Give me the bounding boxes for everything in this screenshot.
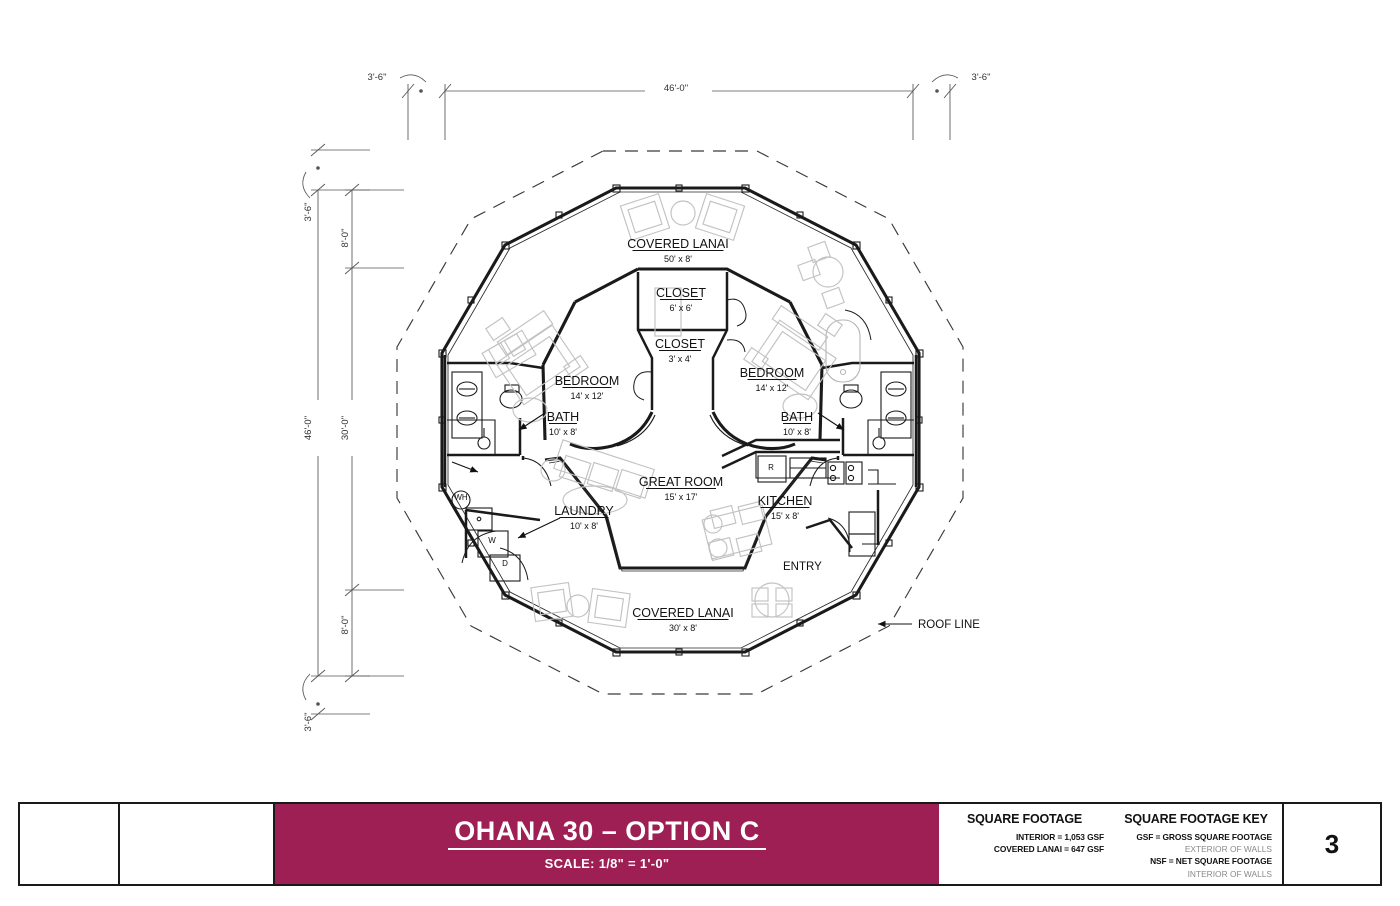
room-label: COVERED LANAI 50' x 8' xyxy=(627,237,728,264)
room-dimension: 14' x 12' xyxy=(756,383,789,393)
leader-lines xyxy=(451,412,912,628)
room-name: KITCHEN xyxy=(758,494,813,508)
dimension-left xyxy=(302,143,404,721)
outer-wall xyxy=(440,186,921,654)
sheet-scale: SCALE: 1/8" = 1'-0" xyxy=(544,855,670,871)
entry xyxy=(751,511,880,618)
room-label: LAUNDRY 10' x 8' xyxy=(554,504,614,531)
square-footage-cell: SQUARE FOOTAGE INTERIOR = 1,053 GSF COVE… xyxy=(939,804,1114,884)
sheet-title: OHANA 30 – OPTION C xyxy=(448,817,766,850)
roof-line-outline xyxy=(396,150,964,695)
dimension-label: 3'-6" xyxy=(303,713,314,732)
dimension-label: 3'-6" xyxy=(303,203,314,222)
room-label: BATH 10' x 8' xyxy=(781,410,813,437)
closet-shelving xyxy=(654,287,682,337)
room-dimension: 50' x 8' xyxy=(664,254,692,264)
closet-walls xyxy=(633,272,747,410)
page-number: 3 xyxy=(1324,828,1340,859)
room-dimension: 15' x 8' xyxy=(771,511,799,521)
square-footage-lanai: COVERED LANAI = 647 GSF xyxy=(993,844,1104,855)
dimension-label: 3'-6" xyxy=(368,72,387,83)
key-nsf-term: NSF = NET SQUARE FOOTAGE xyxy=(1150,856,1272,867)
room-name: CLOSET xyxy=(656,286,706,300)
room-name: BEDROOM xyxy=(555,374,620,388)
plan-note: ENTRY xyxy=(783,561,822,573)
key-gsf-note: EXTERIOR OF WALLS xyxy=(1184,844,1272,855)
plain-labels: ENTRY ROOF LINE xyxy=(783,561,980,631)
dimension-top-labels: 3'-6" 46'-0" 3'-6" xyxy=(368,72,991,94)
room-name: BEDROOM xyxy=(740,366,805,380)
room-dimension: 10' x 8' xyxy=(570,521,598,531)
sheet-title-cell: OHANA 30 – OPTION C SCALE: 1/8" = 1'-0" xyxy=(275,804,939,884)
great-room-furniture xyxy=(540,439,656,515)
dimension-label: 30'-0" xyxy=(340,416,351,440)
lanai-furniture-left xyxy=(481,329,631,629)
dimension-label: 46'-0" xyxy=(303,416,314,440)
room-label: GREAT ROOM 15' x 17' xyxy=(639,475,723,502)
key-nsf-note: INTERIOR OF WALLS xyxy=(1187,868,1272,879)
bedroom-right-furniture xyxy=(742,304,844,419)
room-name: BATH xyxy=(547,410,579,424)
room-label: BATH 10' x 8' xyxy=(547,410,579,437)
room-name: BATH xyxy=(781,410,813,424)
key-gsf-term: GSF = GROSS SQUARE FOOTAGE xyxy=(1136,832,1272,842)
title-block-blank-cell-1 xyxy=(20,804,120,884)
fixture-label: W xyxy=(488,536,496,545)
fixture-label: R xyxy=(768,463,774,472)
room-dimension: 10' x 8' xyxy=(549,427,577,437)
square-footage-key-cell: SQUARE FOOTAGE KEY GSF = GROSS SQUARE FO… xyxy=(1114,804,1284,884)
dimension-label: 8'-0" xyxy=(340,616,351,635)
room-name: CLOSET xyxy=(655,337,705,351)
room-dimension: 10' x 8' xyxy=(783,427,811,437)
dimension-label: 3'-6" xyxy=(972,72,991,83)
room-name: GREAT ROOM xyxy=(639,475,723,489)
great-room-entry-arcs xyxy=(569,411,796,451)
square-footage-interior: INTERIOR = 1,053 GSF xyxy=(1015,832,1104,842)
room-dimension: 3' x 4' xyxy=(669,354,692,364)
dimension-label: 46'-0" xyxy=(664,83,688,94)
fixture-labels: WH W D R xyxy=(454,463,774,568)
square-footage-key-heading: SQUARE FOOTAGE KEY xyxy=(1124,812,1268,826)
room-label: BEDROOM 14' x 12' xyxy=(555,374,620,401)
room-name: COVERED LANAI xyxy=(632,606,733,620)
dimension-left-labels: 3'-6" 8'-0" 30'-0" 46'-0" 8'-0" 3'-6" xyxy=(303,203,351,732)
room-label: CLOSET 6' x 6' xyxy=(656,286,706,313)
room-dimension: 14' x 12' xyxy=(571,391,604,401)
floor-plan-drawing: .wall { fill:none; stroke:#1a1a1a; strok… xyxy=(302,72,991,732)
fixture-label: WH xyxy=(454,493,468,502)
square-footage-heading: SQUARE FOOTAGE xyxy=(966,812,1083,826)
kitchen xyxy=(701,438,896,562)
room-name: COVERED LANAI xyxy=(627,237,728,251)
room-label: CLOSET 3' x 4' xyxy=(655,337,705,364)
room-label: KITCHEN 15' x 8' xyxy=(758,494,813,521)
room-name: LAUNDRY xyxy=(554,504,614,518)
lanai-furniture-top xyxy=(619,192,845,310)
title-block-blank-cell-2 xyxy=(120,804,275,884)
dimension-top xyxy=(399,74,959,140)
plan-note: ROOF LINE xyxy=(918,619,980,631)
room-dimension: 6' x 6' xyxy=(670,303,693,313)
room-label: BEDROOM 14' x 12' xyxy=(740,366,805,393)
room-dimension: 15' x 17' xyxy=(665,492,698,502)
title-block: OHANA 30 – OPTION C SCALE: 1/8" = 1'-0" … xyxy=(18,802,1382,886)
dimension-label: 8'-0" xyxy=(340,229,351,248)
room-label: COVERED LANAI 30' x 8' xyxy=(632,606,733,633)
fixture-label: D xyxy=(502,559,508,568)
wall-nodes xyxy=(438,184,924,657)
bedroom-left-furniture xyxy=(484,309,590,423)
room-dimension: 30' x 8' xyxy=(669,623,697,633)
laundry xyxy=(451,490,541,582)
